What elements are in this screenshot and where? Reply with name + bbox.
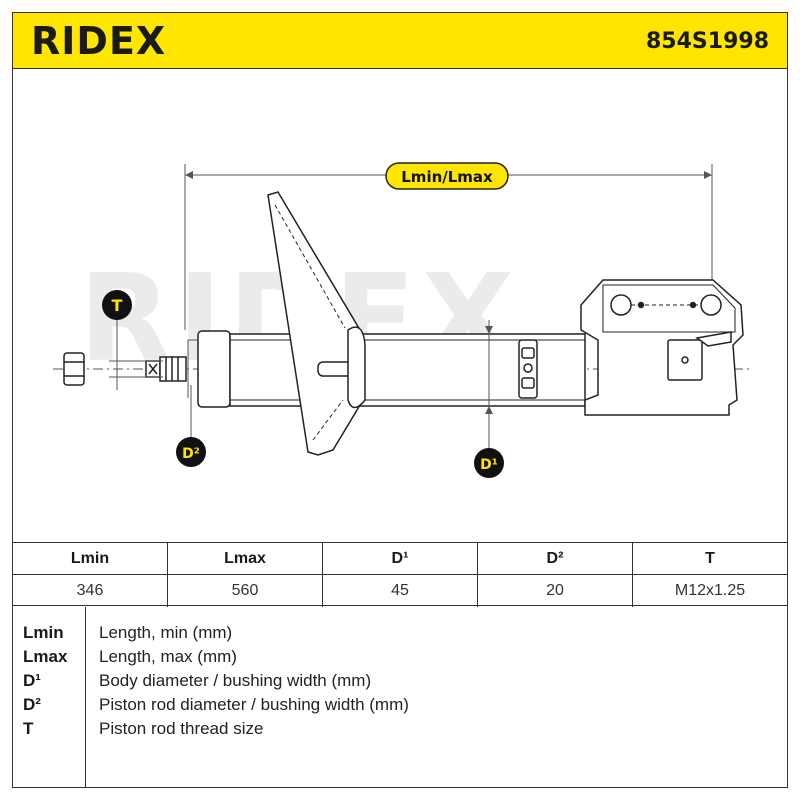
part-number: 854S1998 — [646, 29, 769, 54]
legend-item: Lmin Length, min (mm) — [13, 621, 787, 645]
thread-callout-label: T — [112, 296, 123, 315]
legend-description: Piston rod thread size — [99, 719, 264, 738]
spring-seat — [267, 191, 366, 456]
brand-logo: RIDEX — [31, 19, 167, 63]
legend-key: Lmin — [23, 623, 64, 642]
spec-header-cell: T — [705, 550, 715, 567]
spec-table-values: 346 560 45 20 M12x1.25 — [13, 575, 787, 607]
rod-diameter-callout: D² — [176, 385, 206, 467]
spec-header-cell: Lmin — [13, 543, 168, 574]
body-diameter-callout-label: D¹ — [480, 457, 498, 473]
legend-divider — [85, 607, 86, 787]
legend-key: Lmax — [23, 647, 68, 666]
spec-table: Lmin Lmax D¹ D² T 346 560 45 20 M12x1.25 — [13, 542, 787, 607]
header-bar: RIDEX 854S1998 — [13, 13, 787, 69]
spec-header-cell: D² — [478, 543, 633, 574]
product-sheet: RIDEX 854S1998 RIDEX Lmin/Lmax — [12, 12, 788, 788]
spec-value-cell: 560 — [168, 575, 323, 607]
legend-item: D¹ Body diameter / bushing width (mm) — [13, 669, 787, 693]
legend-item: D² Piston rod diameter / bushing width (… — [13, 693, 787, 717]
spec-value-cell: 346 — [13, 575, 168, 607]
piston-rod-thread — [145, 356, 187, 382]
spec-table-header: Lmin Lmax D¹ D² T — [13, 543, 787, 575]
spec-header-cell: Lmax — [168, 543, 323, 574]
rod-diameter-callout-label: D² — [182, 446, 200, 462]
legend-item: Lmax Length, max (mm) — [13, 645, 787, 669]
spec-value-cell: 20 — [478, 575, 633, 607]
thread-callout: T — [102, 290, 163, 390]
spec-header-cell: D¹ — [323, 543, 478, 574]
legend-description: Length, min (mm) — [99, 623, 233, 642]
legend-description: Piston rod diameter / bushing width (mm) — [99, 695, 409, 714]
legend: Lmin Length, min (mm) Lmax Length, max (… — [13, 607, 787, 787]
spec-value-cell: 45 — [323, 575, 478, 607]
brake-hose-bracket — [518, 339, 538, 399]
legend-description: Body diameter / bushing width (mm) — [99, 671, 372, 690]
legend-key: D² — [23, 695, 41, 714]
legend-item: T Piston rod thread size — [13, 717, 787, 741]
length-dimension: Lmin/Lmax — [184, 162, 713, 330]
nut — [63, 352, 85, 386]
legend-description: Length, max (mm) — [99, 647, 237, 666]
length-dimension-label: Lmin/Lmax — [401, 168, 493, 186]
body-diameter-callout: D¹ — [474, 320, 504, 478]
legend-key: D¹ — [23, 671, 41, 690]
shock-absorber-drawing: RIDEX Lmin/Lmax — [53, 162, 753, 478]
spec-value-cell: M12x1.25 — [674, 582, 746, 599]
legend-key: T — [23, 719, 34, 738]
knuckle-bracket — [580, 279, 744, 416]
